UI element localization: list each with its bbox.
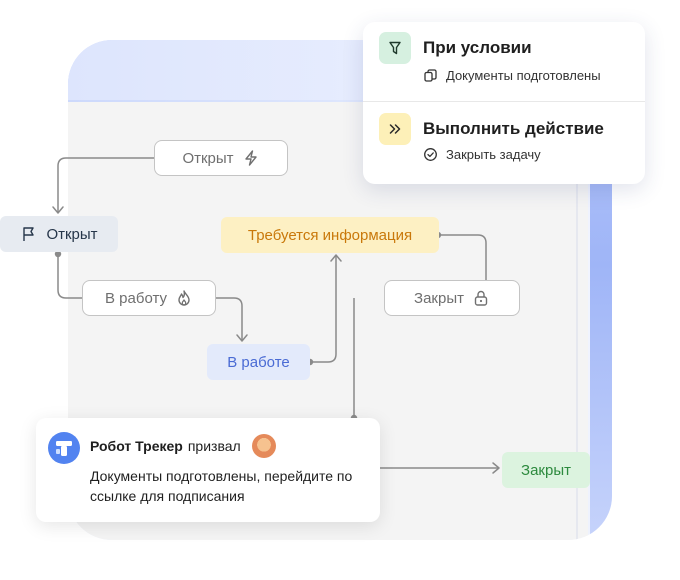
edge-closed-transition-to-need-info: [438, 234, 487, 280]
condition-title: При условии: [423, 38, 532, 57]
documents-icon: [423, 68, 438, 83]
comment-card: Робот Трекер призвал Документы подготовл…: [36, 418, 380, 522]
transition-closed-label: Закрыт: [414, 289, 464, 307]
comment-verb: призвал: [187, 438, 241, 454]
condition-subtitle: Документы подготовлены: [423, 68, 601, 83]
transition-open[interactable]: Открыт: [154, 140, 288, 176]
lightning-icon: [242, 149, 260, 167]
status-need-info-label: Требуется информация: [247, 226, 413, 244]
comment-text: Документы подготовлены, перейдите по ссы…: [90, 468, 353, 504]
lock-icon: [472, 289, 490, 307]
tracker-logo: [48, 432, 80, 464]
comment-author[interactable]: Робот Трекер: [90, 438, 183, 454]
transition-in-progress[interactable]: В работу: [82, 280, 216, 316]
edge-in-progress-transition-to-in-progress: [216, 297, 243, 340]
arrowhead-closed: [492, 462, 500, 474]
transition-closed[interactable]: Закрыт: [384, 280, 520, 316]
edge-in-progress-to-need-info: [310, 255, 337, 363]
action-subtitle-text: Закрыть задачу: [446, 147, 541, 162]
tracker-logo-mark: [56, 441, 72, 456]
status-closed[interactable]: Закрыт: [502, 452, 590, 488]
status-closed-label: Закрыт: [521, 461, 571, 479]
arrowhead-open: [52, 206, 64, 214]
arrowhead-in-progress: [236, 334, 248, 342]
action-badge: [379, 113, 411, 145]
condition-badge: [379, 32, 411, 64]
flame-icon: [175, 289, 193, 307]
edge-open-transition-to-open: [57, 157, 156, 212]
condition-subtitle-text: Документы подготовлены: [446, 68, 601, 83]
action-title: Выполнить действие: [423, 119, 604, 138]
check-circle-icon: [423, 147, 438, 162]
flag-icon: [20, 225, 38, 243]
arrowhead-need-info: [330, 254, 342, 262]
action-subtitle: Закрыть задачу: [423, 147, 541, 162]
popover-divider: [363, 101, 645, 102]
edge-dot-open: [54, 250, 62, 258]
status-in-progress-label: В работе: [227, 353, 290, 371]
transition-in-progress-label: В работу: [105, 289, 167, 307]
edge-open-to-in-progress-transition: [57, 254, 84, 299]
condition-row[interactable]: При условии: [379, 32, 532, 64]
status-open-label: Открыт: [46, 225, 98, 243]
status-open[interactable]: Открыт: [0, 216, 118, 252]
filter-icon: [386, 39, 404, 57]
double-chevron-right-icon: [386, 120, 404, 138]
trigger-popover: При условии Документы подготовлены Выпол…: [363, 22, 645, 184]
transition-open-label: Открыт: [182, 149, 234, 167]
status-need-info[interactable]: Требуется информация: [221, 217, 439, 253]
comment-header: Робот Трекер призвал: [90, 434, 276, 458]
avatar[interactable]: [251, 434, 276, 458]
status-in-progress[interactable]: В работе: [207, 344, 310, 380]
canvas-divider: [576, 110, 578, 540]
action-row[interactable]: Выполнить действие: [379, 113, 604, 145]
